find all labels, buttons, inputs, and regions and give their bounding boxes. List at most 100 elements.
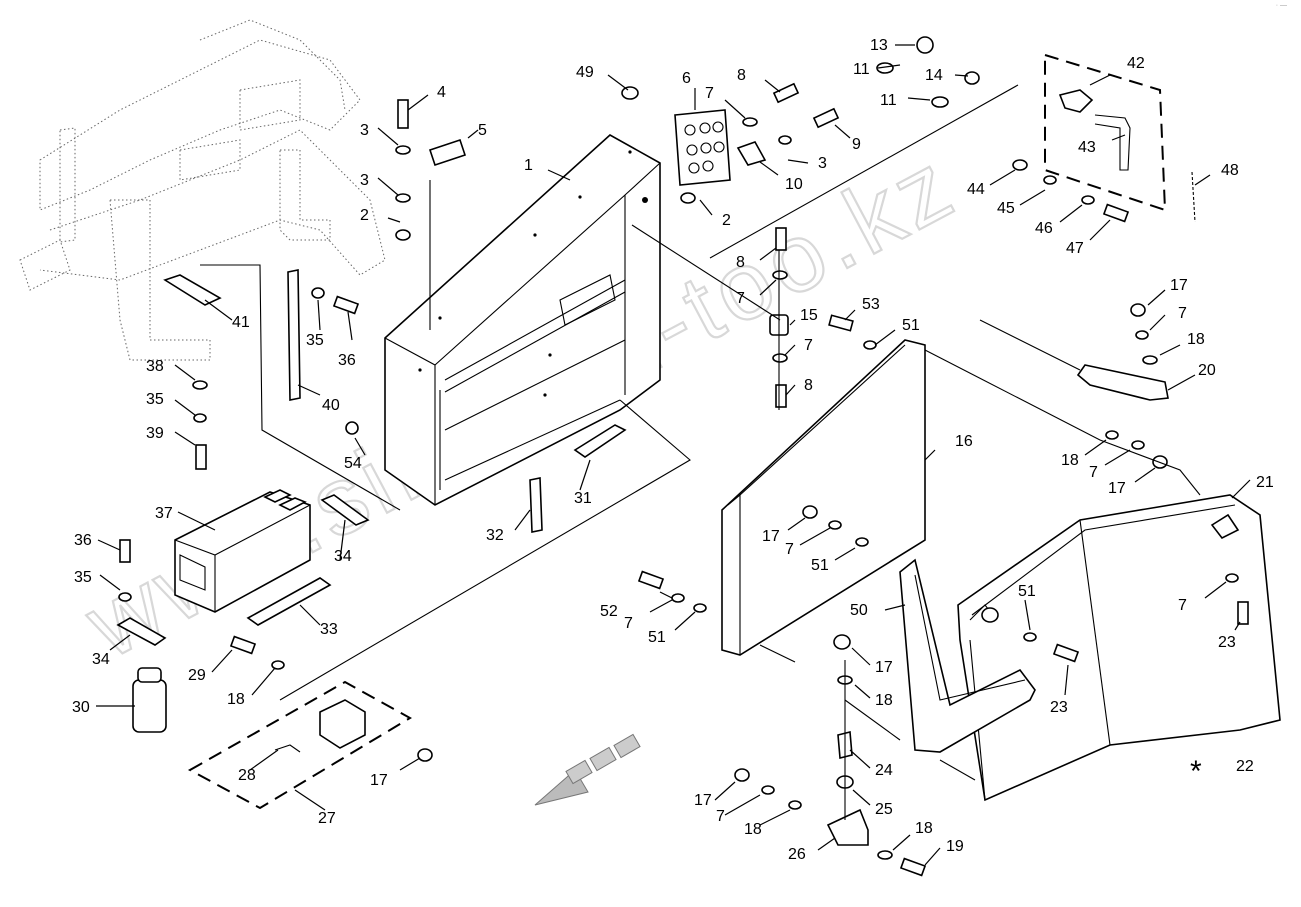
label-7: 7: [705, 85, 714, 102]
part-labels: 1 2 2 3 3 3 4 5 6 7 7 7 7 7 7 7 7 7 8 8 …: [72, 37, 1274, 863]
label-11: 11: [880, 92, 897, 109]
label-37: 37: [155, 505, 173, 522]
label-38: 38: [146, 358, 164, 375]
strap-40: [287, 269, 301, 401]
label-8: 8: [736, 254, 745, 271]
label-7: 7: [804, 337, 813, 354]
chain-48: [1191, 171, 1196, 223]
label-16: 16: [955, 433, 973, 450]
label-2: 2: [360, 207, 369, 224]
label-47: 47: [1066, 240, 1084, 257]
label-51: 51: [811, 557, 829, 574]
label-20: 20: [1198, 362, 1216, 379]
label-7: 7: [624, 615, 633, 632]
label-35: 35: [306, 332, 324, 349]
label-39: 39: [146, 425, 164, 442]
label-7: 7: [716, 808, 725, 825]
label-11: 11: [853, 61, 870, 78]
label-3: 3: [360, 122, 369, 139]
label-17: 17: [370, 772, 388, 789]
battery: [174, 489, 311, 613]
label-17: 17: [875, 659, 893, 676]
connection-lines: [200, 84, 1201, 820]
clamp-bar-34-a: [116, 617, 167, 646]
label-9: 9: [852, 136, 861, 153]
label-36: 36: [338, 352, 356, 369]
label-36: 36: [74, 532, 92, 549]
label-7: 7: [785, 541, 794, 558]
label-30: 30: [72, 699, 90, 716]
label-35: 35: [74, 569, 92, 586]
label-8: 8: [804, 377, 813, 394]
label-42: 42: [1127, 55, 1145, 72]
label-29: 29: [188, 667, 206, 684]
label-18: 18: [227, 691, 245, 708]
label-49: 49: [576, 64, 594, 81]
label-23: 23: [1050, 699, 1068, 716]
cover-plate: [721, 339, 926, 656]
label-33: 33: [320, 621, 338, 638]
label-43: 43: [1078, 139, 1096, 156]
label-46: 46: [1035, 220, 1053, 237]
label-3: 3: [360, 172, 369, 189]
bar-32: [529, 477, 543, 533]
label-34: 34: [92, 651, 110, 668]
label-18: 18: [875, 692, 893, 709]
bottle-30: [132, 667, 167, 733]
label-48: 48: [1221, 162, 1239, 179]
label-17: 17: [762, 528, 780, 545]
clamp-bar-33: [246, 577, 332, 626]
label-1: 1: [524, 157, 533, 174]
label-8: 8: [737, 67, 746, 84]
label-3: 3: [818, 155, 827, 172]
label-23: 23: [1218, 634, 1236, 651]
label-28: 28: [238, 767, 256, 784]
label-31: 31: [574, 490, 592, 507]
label-25: 25: [875, 801, 893, 818]
clamp-bar-34-b: [320, 494, 370, 526]
hardware: [118, 36, 1249, 877]
label-15: 15: [800, 307, 818, 324]
label-7: 7: [1178, 597, 1187, 614]
label-18: 18: [1187, 331, 1205, 348]
label-17: 17: [1170, 277, 1188, 294]
label-7: 7: [736, 290, 745, 307]
label-18: 18: [744, 821, 762, 838]
label-18: 18: [915, 820, 933, 837]
label-17: 17: [694, 792, 712, 809]
label-40: 40: [322, 397, 340, 414]
label-4: 4: [437, 84, 446, 101]
switch-28: [319, 699, 366, 749]
label-54: 54: [344, 455, 362, 472]
label-51: 51: [1018, 583, 1036, 600]
label-17: 17: [1108, 480, 1126, 497]
label-14: 14: [925, 67, 943, 84]
label-7: 7: [1089, 464, 1098, 481]
corner-mark: · —: [1275, 2, 1287, 9]
label-51: 51: [648, 629, 666, 646]
bracket-20: [1076, 364, 1169, 401]
forward-direction-arrow: [534, 733, 641, 806]
label-22: 22: [1236, 758, 1254, 775]
label-7: 7: [1178, 305, 1187, 322]
label-45: 45: [997, 200, 1015, 217]
label-52: 52: [600, 603, 618, 620]
label-35: 35: [146, 391, 164, 408]
clip-28: [274, 744, 301, 753]
label-19: 19: [946, 838, 964, 855]
label-21: 21: [1256, 474, 1274, 491]
label-10: 10: [785, 176, 803, 193]
label-32: 32: [486, 527, 504, 544]
label-2: 2: [722, 212, 731, 229]
label-13: 13: [870, 37, 888, 54]
label-27: 27: [318, 810, 336, 827]
group-42-outline: [1044, 53, 1167, 212]
label-18: 18: [1061, 452, 1079, 469]
label-44: 44: [967, 181, 985, 198]
footnote-marker: *: [1190, 755, 1202, 788]
grommet-plate: [674, 109, 731, 186]
label-53: 53: [862, 296, 880, 313]
label-6: 6: [682, 70, 691, 87]
label-5: 5: [478, 122, 487, 139]
